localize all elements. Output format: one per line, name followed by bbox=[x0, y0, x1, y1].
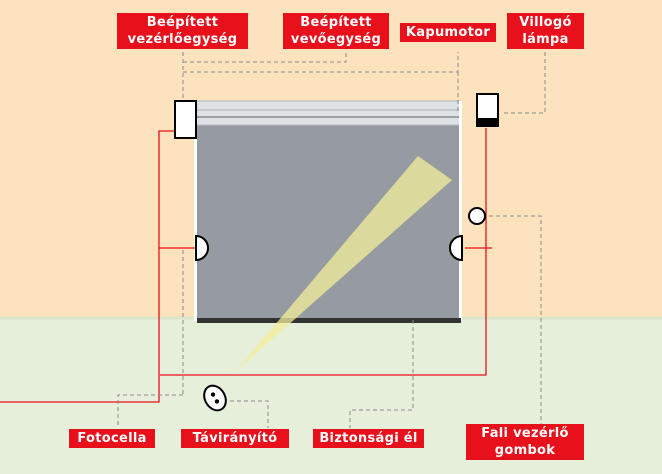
label-remote-control: Távirányító bbox=[181, 429, 289, 448]
label-wall-control-buttons-line1: Fali vezérlő bbox=[481, 426, 569, 441]
label-photocell-line1: Fotocella bbox=[77, 431, 147, 446]
label-gate-motor: Kapumotor bbox=[400, 23, 496, 42]
door-left-edge bbox=[194, 101, 197, 321]
leader-lines bbox=[117, 52, 546, 428]
label-integrated-controller-line2: vezérlőegység bbox=[127, 32, 238, 47]
flashing-lamp-icon bbox=[476, 93, 499, 127]
label-photocell: Fotocella bbox=[69, 429, 155, 448]
controller-box-icon bbox=[174, 100, 197, 139]
remote-beam bbox=[235, 156, 452, 372]
wiring bbox=[0, 128, 492, 403]
label-safety-edge-line1: Biztonsági él bbox=[319, 431, 418, 446]
photocell-left-icon bbox=[195, 234, 209, 262]
wall-button-icon bbox=[468, 207, 486, 225]
label-flashing-lamp: Villogó lámpa bbox=[507, 13, 584, 49]
label-safety-edge: Biztonsági él bbox=[313, 429, 424, 448]
label-integrated-controller-line1: Beépített bbox=[146, 15, 219, 30]
door-right-edge bbox=[459, 101, 462, 321]
label-integrated-controller: Beépített vezérlőegység bbox=[117, 13, 248, 49]
label-integrated-receiver-line1: Beépített bbox=[300, 15, 372, 30]
label-integrated-receiver-line2: vevőegység bbox=[290, 32, 382, 47]
label-wall-control-buttons: Fali vezérlő gombok bbox=[466, 424, 584, 460]
label-integrated-receiver: Beépített vevőegység bbox=[283, 13, 389, 49]
safety-edge-strip bbox=[197, 318, 461, 323]
label-flashing-lamp-line1: Villogó bbox=[519, 15, 572, 30]
label-wall-control-buttons-line2: gombok bbox=[494, 443, 556, 458]
remote-control-icon bbox=[203, 384, 227, 412]
garage-door-panel bbox=[196, 123, 460, 320]
label-remote-control-line1: Távirányító bbox=[192, 431, 278, 446]
label-gate-motor-line1: Kapumotor bbox=[405, 25, 491, 40]
label-flashing-lamp-line2: lámpa bbox=[522, 32, 569, 47]
photocell-right-icon bbox=[449, 234, 463, 262]
top-rail bbox=[195, 100, 461, 126]
